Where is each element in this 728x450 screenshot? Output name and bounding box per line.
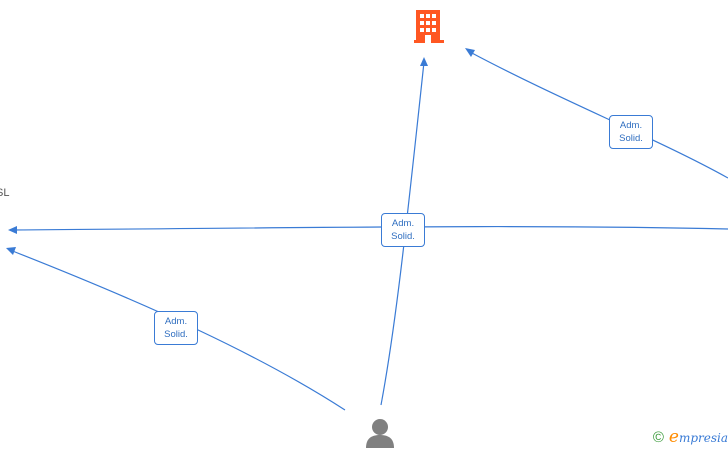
edge-label-line2: Solid. — [391, 231, 415, 242]
brand-initial: e — [668, 427, 679, 447]
edge-label-line1: Adm. — [164, 316, 188, 327]
person-icon[interactable] — [366, 419, 394, 448]
building-icon[interactable] — [414, 10, 444, 43]
edge-person-to-company — [380, 61, 425, 406]
footer-brand: © empresia — [653, 427, 728, 447]
edge-person-to-left — [9, 249, 346, 411]
brand-logo[interactable]: empresia — [669, 427, 728, 447]
edge-right-to-company — [469, 51, 728, 179]
brand-name: mpresia — [678, 431, 728, 445]
edge-label-left[interactable]: Adm. Solid. — [154, 311, 198, 345]
arrowhead-company-from-person — [420, 57, 428, 66]
edge-label-center[interactable]: Adm. Solid. — [381, 213, 425, 247]
edge-label-right[interactable]: Adm. Solid. — [609, 115, 653, 149]
left-node-label[interactable]: SL — [0, 187, 10, 199]
arrowhead-left-main — [8, 226, 17, 234]
edge-label-line2: Solid. — [619, 133, 643, 144]
edge-label-line1: Adm. — [619, 120, 643, 131]
copyright-icon: © — [652, 429, 664, 446]
edge-label-line2: Solid. — [164, 329, 188, 340]
arrowhead-left-lower — [6, 247, 16, 255]
edge-right-to-left — [11, 225, 728, 231]
arrowhead-company-from-right — [465, 48, 475, 57]
edge-label-line1: Adm. — [391, 218, 415, 229]
